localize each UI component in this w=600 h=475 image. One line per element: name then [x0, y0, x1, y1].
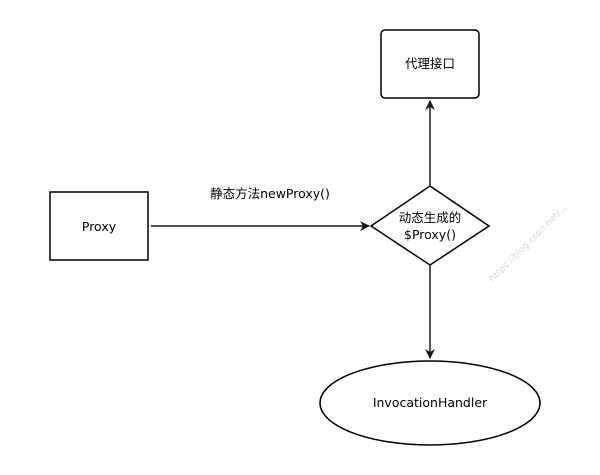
edge-proxy-to-generated: 静态方法newProxy(): [151, 186, 370, 231]
generated-proxy-node-label-line2: $Proxy(): [404, 227, 456, 242]
generated-proxy-node: 动态生成的 $Proxy(): [369, 185, 491, 266]
invocation-handler-node: InvocationHandler: [319, 360, 541, 446]
proxy-node-label: Proxy: [82, 219, 117, 234]
invocation-handler-node-label: InvocationHandler: [373, 395, 488, 410]
edge-proxy-to-generated-label: 静态方法newProxy(): [210, 186, 330, 201]
interface-node-label: 代理接口: [405, 56, 455, 71]
proxy-node-shape: [49, 191, 149, 261]
generated-proxy-node-shape: [369, 185, 491, 266]
interface-node: 代理接口: [380, 29, 480, 99]
invocation-handler-node-shape: [319, 360, 541, 446]
interface-node-shape: [380, 29, 480, 99]
watermark-text: https://blog.csdn.net/...: [488, 203, 569, 284]
proxy-node: Proxy: [49, 191, 149, 261]
generated-proxy-node-label-line1: 动态生成的: [399, 210, 462, 225]
